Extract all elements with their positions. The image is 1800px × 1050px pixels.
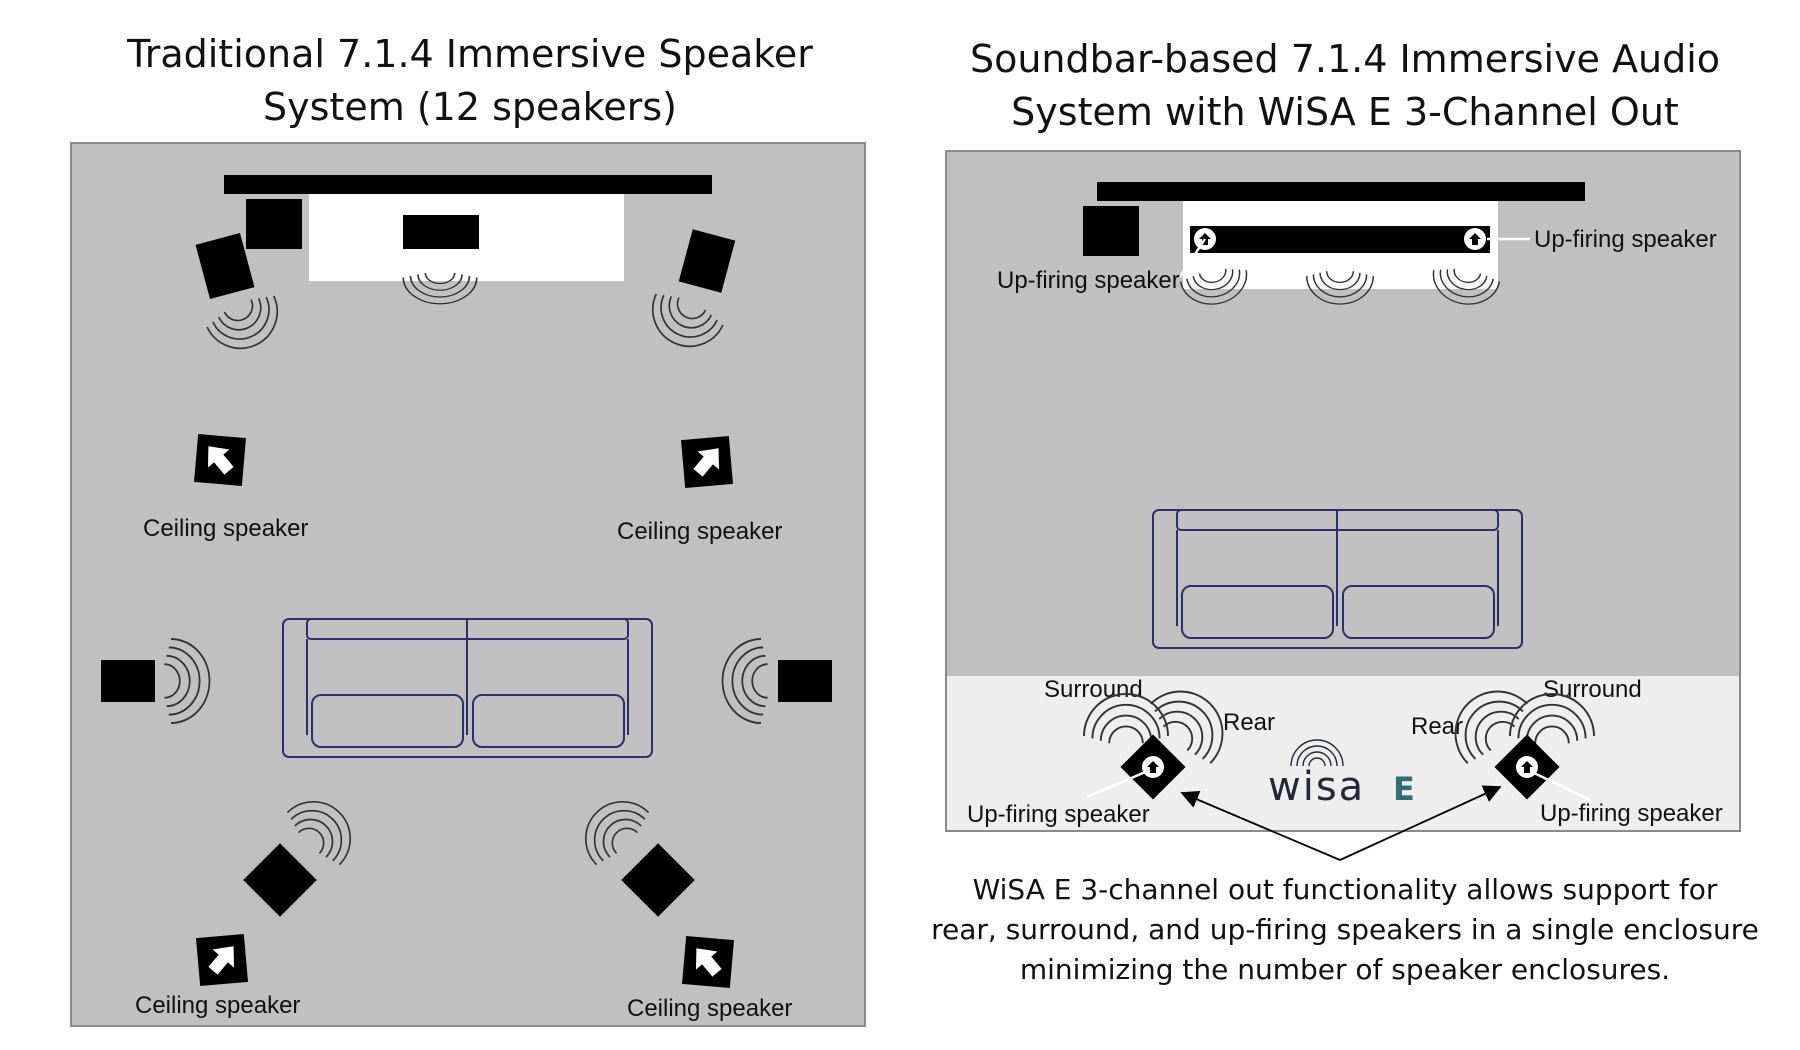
caption-arrow-to-right-enclosure <box>1339 785 1502 861</box>
upfiring-bar-left-leader <box>1178 238 1207 278</box>
ceiling-speaker-icon <box>659 414 755 510</box>
wisa-logo-letter: E <box>1393 770 1415 808</box>
upfiring-rear-left-leader <box>1086 768 1151 799</box>
right-subwoofer <box>1083 206 1139 256</box>
left-front-right-speaker <box>678 229 736 293</box>
ceiling-speaker-icon <box>172 412 268 508</box>
surround-left-label: Surround <box>1044 676 1143 703</box>
left-side-right-speaker <box>778 660 832 702</box>
left-side-left-sound-waves <box>163 638 211 724</box>
left-rear-left-sound-waves <box>282 785 367 870</box>
left-title-line-2: System (12 speakers) <box>263 85 677 129</box>
right-title-line-2: System with WiSA E 3-Channel Out <box>1011 90 1679 134</box>
left-side-left-speaker <box>101 660 155 702</box>
right-title-line-1: Soundbar-based 7.1.4 Immersive Audio <box>969 37 1721 81</box>
upfiring-rear-right-label: Up-firing speaker <box>1540 800 1723 827</box>
upfiring-bar-right-label: Up-firing speaker <box>1534 226 1717 253</box>
right-sofa <box>1152 509 1523 649</box>
upfiring-rear-right-leader <box>1531 770 1591 802</box>
left-rear-right-sound-waves <box>569 785 654 870</box>
wisa-signal-icon <box>1290 739 1344 767</box>
left-subwoofer <box>246 199 302 249</box>
upfiring-bar-left-label: Up-firing speaker <box>997 267 1180 294</box>
caption-line-1: WiSA E 3-channel out functionality allow… <box>972 873 1718 906</box>
rear-speaker-zone <box>947 676 1739 830</box>
left-ceiling-front-right-label: Ceiling speaker <box>617 518 782 545</box>
up-arrow-icon <box>1142 756 1164 778</box>
wisa-e-logo: wisa E <box>1268 739 1415 810</box>
left-ceiling-rear-left-label: Ceiling speaker <box>135 992 300 1019</box>
caption-arrow-to-left-enclosure <box>1180 791 1341 861</box>
left-ceiling-rear-right-label: Ceiling speaker <box>627 995 792 1022</box>
left-tv-screen <box>224 175 712 194</box>
caption-line-2: rear, surround, and up-firing speakers i… <box>931 913 1759 946</box>
left-side-right-sound-waves <box>721 638 769 724</box>
upfiring-rear-left-label: Up-firing speaker <box>967 801 1150 828</box>
up-arrow-icon <box>1464 228 1486 250</box>
wisa-logo-word: wisa <box>1268 764 1365 810</box>
rear-left-label: Rear <box>1223 709 1275 736</box>
up-arrow-icon <box>1516 756 1538 778</box>
right-soundbar <box>1190 226 1490 253</box>
right-diagram-title: Soundbar-based 7.1.4 Immersive Audio Sys… <box>945 33 1745 139</box>
rear-right-label: Rear <box>1411 713 1463 740</box>
left-rear-left-speaker <box>243 843 317 917</box>
left-title-line-1: Traditional 7.1.4 Immersive Speaker <box>127 32 813 76</box>
caption-line-3: minimizing the number of speaker enclosu… <box>1019 953 1671 986</box>
left-rear-right-speaker <box>621 843 695 917</box>
left-front-left-speaker <box>195 233 255 299</box>
left-sofa <box>282 618 653 758</box>
wisa-e-caption: WiSA E 3-channel out functionality allow… <box>915 870 1775 990</box>
left-front-right-sound-waves <box>639 287 727 360</box>
left-room-floor <box>70 142 866 1027</box>
right-tv-screen <box>1097 182 1585 201</box>
left-front-left-sound-waves <box>203 289 291 362</box>
surround-right-label: Surround <box>1543 676 1642 703</box>
left-diagram-title: Traditional 7.1.4 Immersive Speaker Syst… <box>70 28 870 134</box>
left-ceiling-front-left-label: Ceiling speaker <box>143 515 308 542</box>
left-center-speaker <box>403 215 479 249</box>
